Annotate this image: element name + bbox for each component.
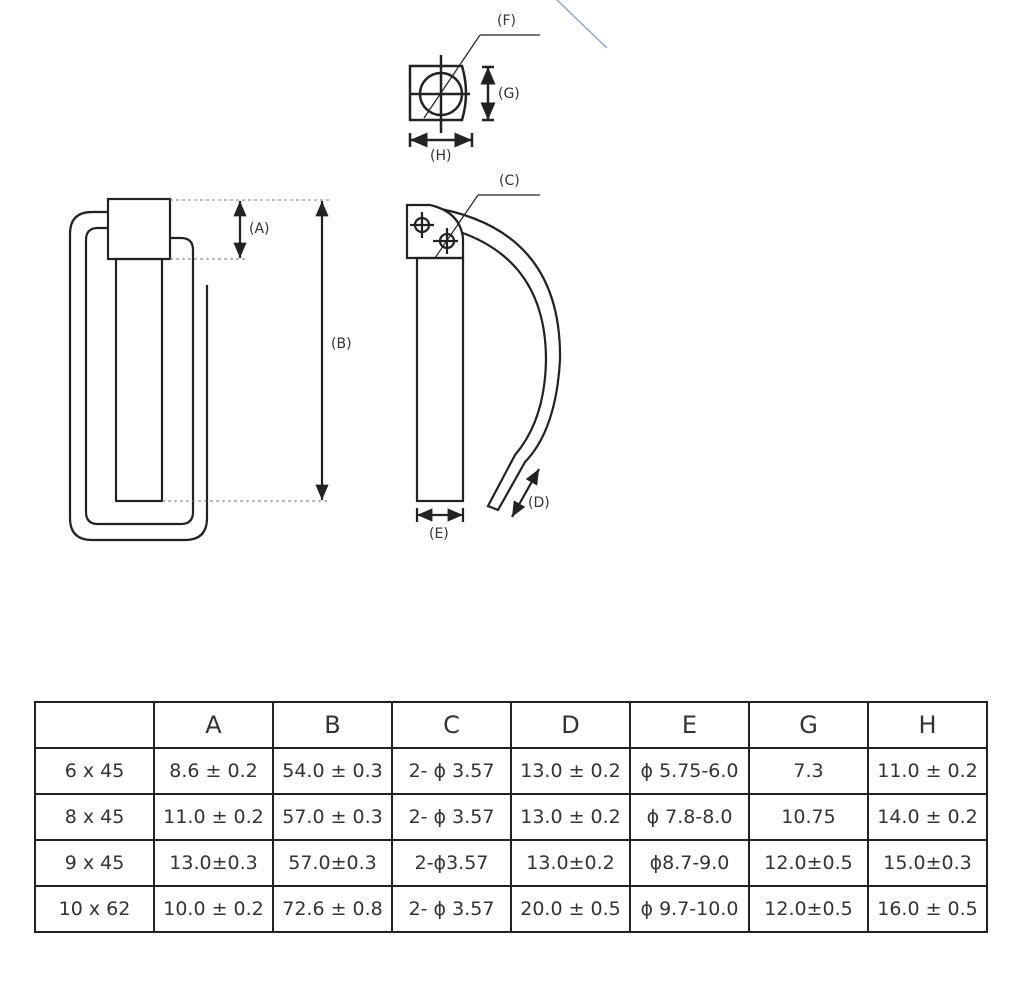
header-cell: C (391, 701, 512, 749)
table-cell: 10.0 ± 0.2 (153, 885, 274, 933)
table-cell: ϕ8.7-9.0 (629, 839, 750, 887)
row-size-cell: 10 x 62 (34, 885, 155, 933)
table-cell: 13.0±0.2 (510, 839, 631, 887)
technical-drawing: (F) (G) (H) (A) (B) (C) (D) (E) (68, 0, 608, 542)
label-g: (G) (498, 86, 520, 102)
table-cell: 13.0 ± 0.2 (510, 793, 631, 841)
table-cell: 13.0±0.3 (153, 839, 274, 887)
table-cell: 2- ϕ 3.57 (391, 793, 512, 841)
side-view (405, 194, 562, 522)
row-size-cell: 9 x 45 (34, 839, 155, 887)
accent-line (556, 0, 608, 49)
table-cell: ϕ 9.7-10.0 (629, 885, 750, 933)
table-cell: 57.0 ± 0.3 (272, 793, 393, 841)
row-size-cell: 6 x 45 (34, 747, 155, 795)
table-cell: 72.6 ± 0.8 (272, 885, 393, 933)
table-cell: ϕ 7.8-8.0 (629, 793, 750, 841)
table-cell: 13.0 ± 0.2 (510, 747, 631, 795)
label-b: (B) (331, 336, 352, 352)
top-view (408, 34, 540, 148)
header-cell: A (153, 701, 274, 749)
table-cell: 8.6 ± 0.2 (153, 747, 274, 795)
label-a: (A) (249, 221, 270, 237)
table-cell: 10.75 (748, 793, 869, 841)
table-cell: 11.0 ± 0.2 (867, 747, 988, 795)
header-cell: B (272, 701, 393, 749)
table-cell: 54.0 ± 0.3 (272, 747, 393, 795)
table-cell: 16.0 ± 0.5 (867, 885, 988, 933)
label-e: (E) (429, 526, 449, 542)
label-d: (D) (528, 495, 550, 511)
table-cell: 2-ϕ3.57 (391, 839, 512, 887)
front-view (68, 197, 330, 542)
label-f: (F) (497, 13, 516, 29)
table-cell: 20.0 ± 0.5 (510, 885, 631, 933)
table-cell: 12.0±0.5 (748, 839, 869, 887)
table-cell: 57.0±0.3 (272, 839, 393, 887)
header-cell (34, 701, 155, 749)
table-cell: ϕ 5.75-6.0 (629, 747, 750, 795)
table-cell: 11.0 ± 0.2 (153, 793, 274, 841)
table-cell: 12.0±0.5 (748, 885, 869, 933)
label-c: (C) (499, 173, 520, 189)
header-cell: D (510, 701, 631, 749)
header-cell: G (748, 701, 869, 749)
table-cell: 14.0 ± 0.2 (867, 793, 988, 841)
label-h: (H) (430, 148, 451, 164)
header-cell: H (867, 701, 988, 749)
table-cell: 7.3 (748, 747, 869, 795)
table-cell: 2- ϕ 3.57 (391, 747, 512, 795)
table-header-row: A B C D E G H (34, 701, 988, 749)
table-cell: 2- ϕ 3.57 (391, 885, 512, 933)
table-cell: 15.0±0.3 (867, 839, 988, 887)
row-size-cell: 8 x 45 (34, 793, 155, 841)
header-cell: E (629, 701, 750, 749)
